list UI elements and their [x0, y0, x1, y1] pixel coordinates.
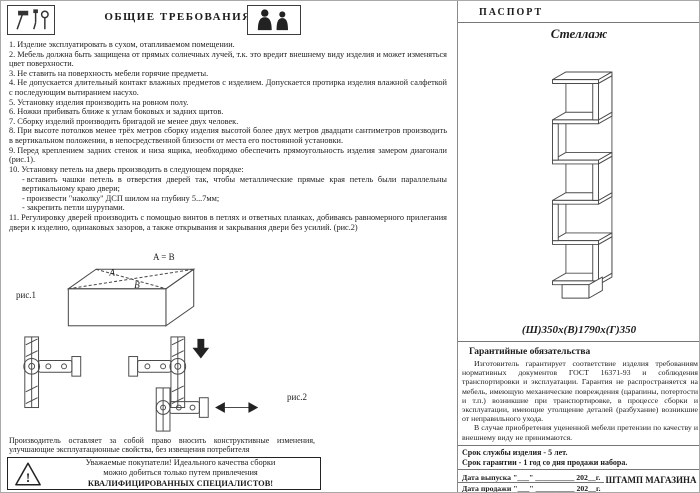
fig2-hinge-diagram	[9, 333, 327, 435]
warning-icon: !	[15, 462, 41, 485]
notice-line2: можно добиться только путем привлечения	[103, 468, 258, 478]
requirements-list: 1.Изделие эксплуатировать в сухом, отапл…	[9, 40, 447, 232]
item-number: 3.	[9, 68, 16, 78]
notice-text: Уважаемые покупатели! Идеального качеств…	[47, 458, 314, 488]
list-item: 2.Мебель должна быть защищена от прямых …	[9, 50, 447, 69]
warranty-paragraph: Изготовитель гарантирует соответствие из…	[462, 359, 698, 424]
svg-text:B: B	[134, 281, 140, 291]
warranty-paragraph-2: В случае приобретения уцененной мебели п…	[462, 423, 698, 442]
warranty-body: Изготовитель гарантирует соответствие из…	[462, 359, 698, 442]
list-item: 11.Регулировку дверей производить с помо…	[9, 213, 447, 232]
people-icon	[247, 5, 301, 35]
fig2-label: рис.2	[287, 392, 308, 402]
list-item: 9.Перед креплением задних стенок и низа …	[9, 146, 447, 165]
list-item: 7.Сборку изделий производить бригадой не…	[9, 117, 447, 127]
item-text: вставить чашки петель в отверстия дверей…	[22, 174, 447, 194]
item-number: 4.	[9, 78, 16, 88]
column-divider	[457, 1, 458, 492]
divider-line	[458, 22, 699, 23]
fig1-box-svg: A B	[66, 268, 196, 327]
notice-line1: Уважаемые покупатели! Идеального качеств…	[85, 458, 276, 468]
item-text: закрепить петли шурупами.	[26, 203, 125, 213]
item-text: Сборку изделий производить бригадой не м…	[17, 116, 239, 126]
item-number: 2.	[9, 49, 16, 59]
item-text: Изделие эксплуатировать в сухом, отаплив…	[17, 40, 235, 49]
list-subitem: -произвести "наколку" ДСП шилом на глуби…	[9, 194, 447, 204]
service-life: Срок службы изделия - 5 лет.	[462, 448, 568, 457]
item-text: Ножки прибивать ближе к углам боковых и …	[17, 107, 224, 117]
item-number: 5.	[9, 97, 16, 107]
item-text: При высоте потолков менее трёх метров сб…	[9, 126, 447, 146]
notice-line3: КВАЛИФИЦИРОВАННЫХ СПЕЦИАЛИСТОВ!	[87, 478, 274, 488]
list-item: 1.Изделие эксплуатировать в сухом, отапл…	[9, 40, 447, 50]
fig1-equation-label: A = B	[153, 252, 175, 262]
item-text: Перед креплением задних стенок и низа ящ…	[9, 145, 447, 165]
divider-line	[458, 482, 604, 483]
page-title: ОБЩИЕ ТРЕБОВАНИЯ	[104, 11, 252, 23]
manufacturer-note: Производитель оставляет за собой право в…	[9, 436, 315, 455]
divider-line	[458, 445, 699, 446]
list-item: 6.Ножки прибивать ближе к углам боковых …	[9, 107, 447, 117]
tools-icon-svg	[16, 9, 49, 30]
item-text: Установку изделия производить на ровном …	[17, 97, 189, 107]
fig2-hinge-svg	[23, 336, 259, 432]
tools-icon	[7, 5, 55, 35]
list-item: 3.Не ставить на поверхность мебели горяч…	[9, 69, 447, 79]
item-number: 9.	[9, 145, 16, 155]
list-item: 5.Установку изделия производить на ровно…	[9, 98, 447, 108]
svg-text:!: !	[26, 469, 30, 484]
item-text: произвести "наколку" ДСП шилом на глубин…	[26, 193, 220, 203]
product-dimensions: (Ш)350х(В)1790х(Г)350	[521, 324, 637, 336]
list-item: 10.Установку петель на дверь производить…	[9, 165, 447, 175]
sale-date: Дата продажи "___" __________ 202__г.	[462, 484, 601, 493]
people-icon-svg	[257, 9, 289, 31]
item-number: 6.	[9, 107, 16, 117]
svg-text:A: A	[108, 268, 115, 278]
item-number: 11.	[9, 212, 20, 222]
item-number: 10.	[9, 164, 20, 174]
divider-line	[458, 341, 699, 342]
list-item: 8.При высоте потолков менее трёх метров …	[9, 126, 447, 145]
item-number: 8.	[9, 126, 16, 136]
item-text: Регулировку дверей производить с помощью…	[9, 212, 447, 232]
item-number: 1.	[9, 40, 16, 49]
item-text: Не ставить на поверхность мебели горячие…	[17, 68, 209, 78]
item-text: Мебель должна быть защищена от прямых со…	[9, 49, 447, 69]
list-item: 4.Не допускается длительный контакт влаж…	[9, 78, 447, 97]
item-number: -	[22, 203, 25, 213]
warranty-title: Гарантийные обязательства	[469, 347, 591, 357]
list-subitem: -вставить чашки петель в отверстия двере…	[9, 175, 447, 194]
fig1-label: рис.1	[16, 290, 37, 300]
store-stamp-label: ШТАМП МАГАЗИНА	[605, 475, 697, 485]
item-number: -	[22, 174, 25, 184]
item-number: 7.	[9, 116, 16, 126]
item-text: Установку петель на дверь производить в …	[21, 164, 244, 174]
product-name: Стеллаж	[550, 26, 608, 41]
issue-date: Дата выпуска "___" __________ 202__г.	[462, 473, 601, 482]
customer-notice: ! Уважаемые покупатели! Идеального качес…	[7, 457, 321, 490]
shelf-illustration	[541, 55, 633, 317]
item-number: -	[22, 193, 25, 203]
shelf-svg	[552, 71, 613, 299]
passport-title: ПАСПОРТ	[479, 7, 544, 18]
item-text: Не допускается длительный контакт влажны…	[9, 78, 447, 98]
divider-line	[458, 469, 699, 470]
fig1-box-diagram: A B	[51, 260, 209, 334]
list-subitem: -закрепить петли шурупами.	[9, 203, 447, 213]
warranty-period: Срок гарантии - 1 год со дня продажи наб…	[462, 458, 628, 467]
